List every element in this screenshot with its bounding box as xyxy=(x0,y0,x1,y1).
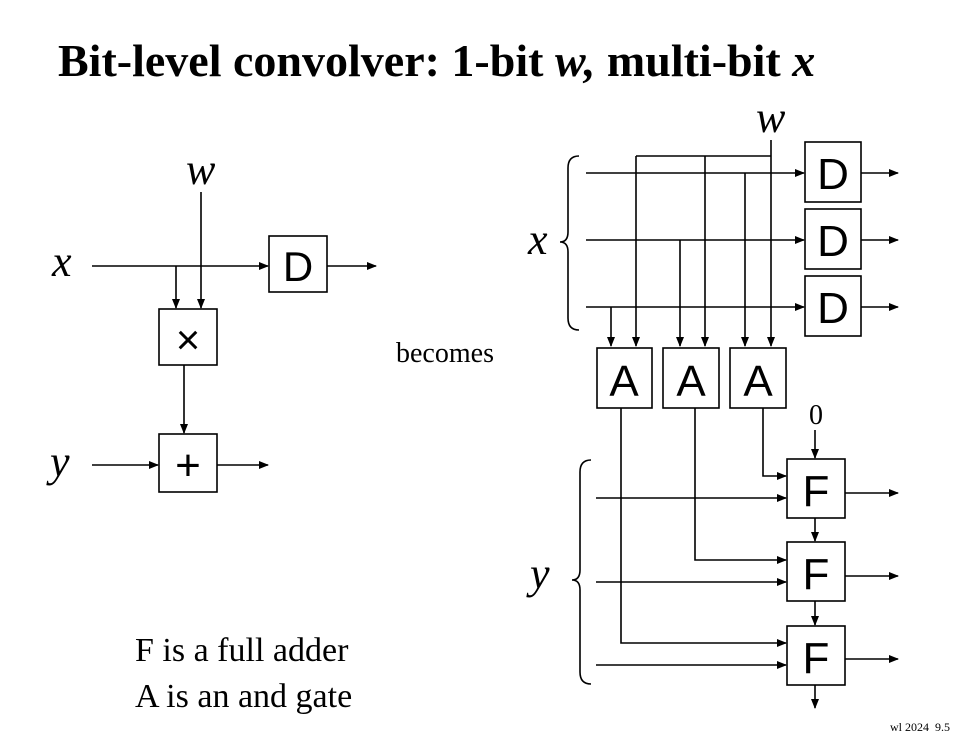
legend-line-1: F is a full adder xyxy=(135,632,349,669)
left-add-label: + xyxy=(175,441,201,490)
title-x: x xyxy=(791,35,815,86)
and2-to-adder2 xyxy=(694,408,787,564)
and1-to-adder3 xyxy=(620,408,787,647)
and3-to-adder1 xyxy=(762,408,787,480)
adder-label-1: F xyxy=(803,467,830,516)
left-x-label: x xyxy=(51,237,72,286)
delay-box-2 xyxy=(804,208,862,270)
full-adder-2 xyxy=(786,541,846,602)
full-adder-3 xyxy=(786,625,846,686)
and-label-2: A xyxy=(676,357,706,406)
and-label-1: A xyxy=(609,357,639,406)
right-diagram: w x y D D D A A A xyxy=(526,93,899,709)
page-title: Bit-level convolver: 1-bit w, multi-bit … xyxy=(58,35,815,86)
and-gate-1 xyxy=(596,347,653,409)
x-brace xyxy=(559,155,580,331)
delay-label-2: D xyxy=(817,217,849,266)
footer-label: wl 2024 9.5 xyxy=(890,720,950,734)
left-multiplier-box xyxy=(158,308,218,366)
and-gate-3 xyxy=(729,347,787,409)
zero-carry-label: 0 xyxy=(809,400,823,431)
title-w: w, xyxy=(555,35,595,86)
delay-box-3 xyxy=(804,275,862,337)
left-w-label: w xyxy=(186,145,216,194)
right-x-label: x xyxy=(527,215,548,264)
legend-line-2: A is an and gate xyxy=(135,678,352,715)
title-middle: multi-bit xyxy=(595,35,792,86)
and-label-3: A xyxy=(743,357,773,406)
left-adder-box xyxy=(158,433,218,493)
left-delay-label: D xyxy=(283,243,313,290)
and-gate-2 xyxy=(662,347,720,409)
right-y-label: y xyxy=(526,549,550,598)
delay-label-3: D xyxy=(817,284,849,333)
becomes-label: becomes xyxy=(396,338,494,369)
delay-label-1: D xyxy=(817,150,849,199)
y-brace xyxy=(571,459,592,685)
left-diagram: x w y D × + xyxy=(46,145,377,493)
right-w-label: w xyxy=(756,93,786,142)
full-adder-1 xyxy=(786,458,846,519)
title-main: Bit-level convolver: 1-bit xyxy=(58,35,555,86)
adder-label-3: F xyxy=(803,634,830,683)
left-y-label: y xyxy=(46,437,70,486)
left-delay-box xyxy=(268,235,328,293)
adder-label-2: F xyxy=(803,550,830,599)
left-multiply-label: × xyxy=(176,316,201,363)
delay-box-1 xyxy=(804,141,862,203)
